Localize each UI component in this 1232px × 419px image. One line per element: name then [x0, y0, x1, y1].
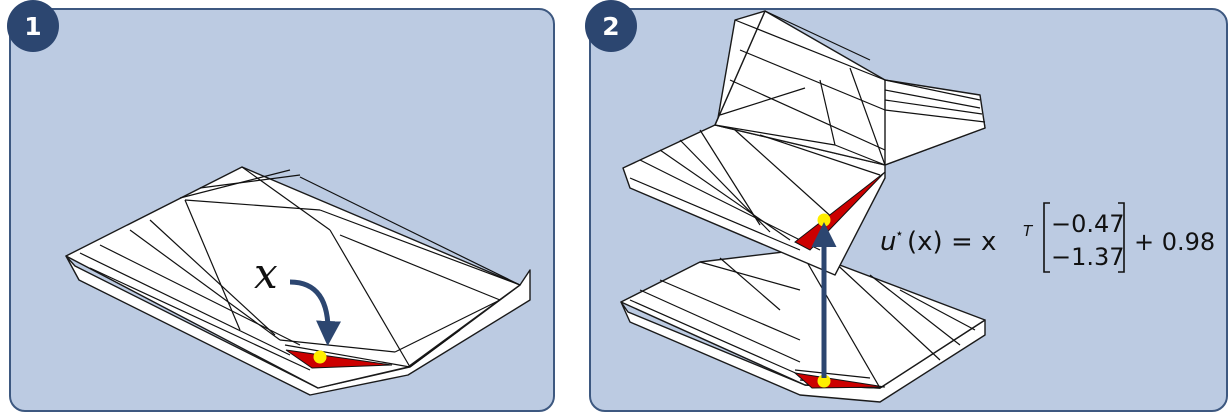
- formula: u ⋆ (x) = x T −0.47 −1.37 + 0.98: [880, 202, 1215, 273]
- piecewise-linear-surface-1: x: [65, 166, 531, 396]
- formula-transpose: T: [1023, 222, 1034, 240]
- region-highlight-1: [285, 349, 393, 369]
- surface-1-side: [65, 255, 531, 396]
- surface-2-lower-side: [620, 301, 986, 403]
- surface-2-upper-right-wing: [884, 79, 986, 166]
- formula-u: u: [880, 227, 896, 257]
- surface-1-partition-lines: [79, 166, 521, 371]
- query-point-2-upper: [817, 213, 831, 227]
- step-badge-1: 1: [7, 0, 59, 52]
- formula-offset: + 0.98: [1134, 228, 1215, 256]
- matrix-bracket-left: [1043, 202, 1050, 273]
- matrix-entry-1: −0.47: [1051, 210, 1125, 238]
- surface-2-lower-partition-lines: [629, 249, 976, 389]
- variable-x-label: x: [254, 249, 278, 298]
- formula-arg: (x) = x: [907, 227, 996, 257]
- formula-star: ⋆: [895, 226, 904, 242]
- surface-2-upper-tail: [714, 10, 766, 126]
- piecewise-linear-surface-2-lower: [620, 249, 986, 403]
- matrix-entry-2: −1.37: [1051, 243, 1125, 271]
- matrix-bracket-right: [1118, 202, 1125, 273]
- surface-2-upper-partition-lines: [629, 10, 986, 251]
- query-point-2-lower: [817, 374, 831, 388]
- surface-1-top: [65, 166, 521, 389]
- region-highlight-2-lower: [793, 372, 886, 389]
- step-badge-2: 2: [585, 0, 637, 52]
- curved-arrow-1: [289, 279, 342, 346]
- query-point-1: [313, 350, 327, 364]
